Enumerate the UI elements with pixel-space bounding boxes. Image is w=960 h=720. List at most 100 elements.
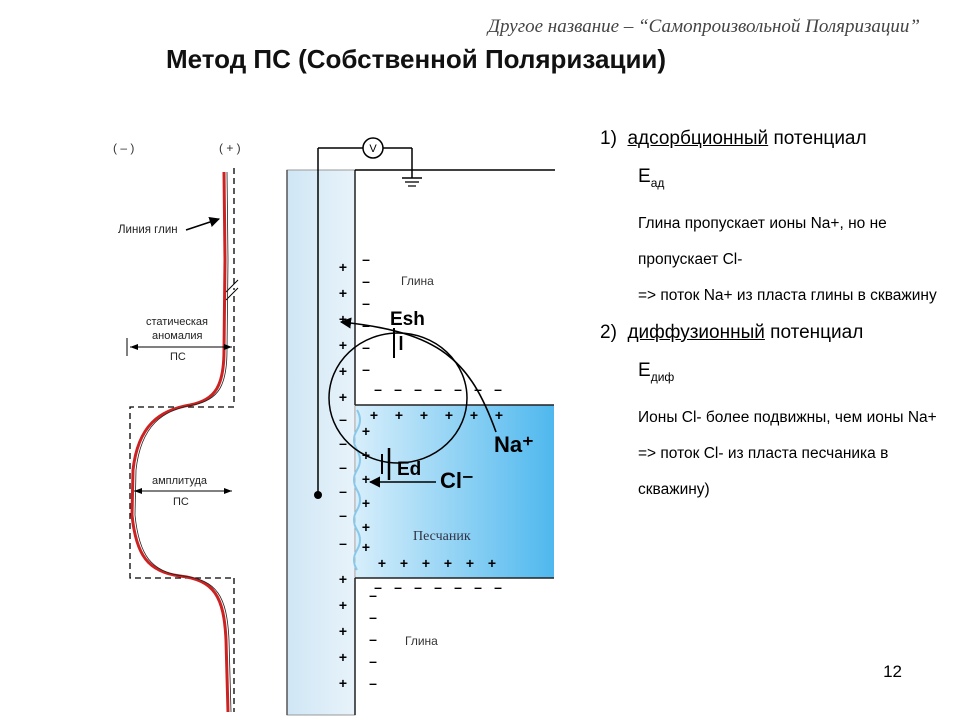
minus-sign: –	[339, 435, 347, 451]
minus-sign: –	[369, 653, 377, 669]
minus-sign: –	[362, 339, 370, 355]
minus-sign: –	[362, 295, 370, 311]
minus-sign: –	[339, 459, 347, 475]
minus-sign: –	[362, 251, 370, 267]
item2-term: диффузионный	[627, 321, 765, 343]
plus-sign: +	[339, 363, 347, 379]
plus-sign: +	[362, 495, 370, 511]
plus-sign: +	[339, 675, 347, 691]
plus-sign: +	[470, 407, 478, 423]
plus-sign: +	[420, 407, 428, 423]
item2-symbol: Едиф	[638, 359, 675, 384]
explanation-panel: 1) адсорбционный потенциал Еад Глина про…	[600, 126, 950, 508]
minus-sign: –	[494, 579, 502, 595]
plus-sign: +	[339, 649, 347, 665]
minus-sign: –	[374, 579, 382, 595]
plus-sign: +	[339, 597, 347, 613]
clay-bottom-label: Глина	[405, 634, 438, 648]
plus-sign: +	[339, 259, 347, 275]
minus-sign: –	[454, 381, 462, 397]
minus-sign: –	[374, 381, 382, 397]
current-loop	[328, 332, 468, 464]
minus-sign: –	[362, 361, 370, 377]
neg-sign-label: ( – )	[113, 141, 134, 155]
minus-sign: –	[369, 631, 377, 647]
slide-subtitle: Другое название – “Самопроизвольной Поля…	[487, 16, 920, 37]
minus-sign: –	[434, 579, 442, 595]
plus-sign: +	[495, 407, 503, 423]
pos-sign-label: ( + )	[219, 141, 241, 155]
item2-symbol-sub: диф	[650, 369, 675, 384]
plus-sign: +	[422, 555, 430, 571]
plus-sign: +	[445, 407, 453, 423]
ed-label: Ed	[397, 459, 421, 480]
item2-number: 2)	[600, 321, 617, 343]
item1-symbol: Еад	[638, 166, 665, 190]
minus-sign: –	[454, 579, 462, 595]
plus-sign: +	[370, 407, 378, 423]
plus-sign: +	[362, 539, 370, 555]
borehole	[286, 169, 356, 716]
minus-sign: –	[474, 579, 482, 595]
minus-sign: –	[414, 381, 422, 397]
minus-sign: –	[414, 579, 422, 595]
clay-line-label: Линия глин	[118, 224, 178, 236]
plus-sign: +	[339, 285, 347, 301]
item2-paragraph-1: Ионы Cl- более подвижны, чем ионы Na+	[638, 408, 937, 426]
plus-sign: +	[362, 519, 370, 535]
item1-symbol-sub: ад	[650, 175, 665, 190]
na-flow-arrow	[339, 317, 497, 433]
plus-sign: +	[488, 555, 496, 571]
clay-top-label: Глина	[401, 274, 434, 288]
static-anomaly-label-3: ПС	[170, 351, 186, 363]
item1-heading: 1) адсорбционный потенциал	[600, 126, 950, 152]
plus-sign: +	[395, 407, 403, 423]
esh-label: Esh	[390, 309, 425, 330]
plus-sign: +	[339, 571, 347, 587]
minus-sign: –	[494, 381, 502, 397]
item1-rest: потенциал	[768, 128, 867, 149]
slide-title: Метод ПС (Собственной Поляризации)	[166, 44, 667, 74]
cl-ion-label: Cl⁻	[440, 468, 474, 493]
ground-icon	[402, 177, 422, 187]
sand-charges: + + + + + + + + + + + +	[370, 407, 503, 571]
minus-sign: –	[394, 579, 402, 595]
amplitude-label-2: ПС	[173, 496, 189, 508]
item1-term: адсорбционный	[627, 128, 769, 149]
item2-rest: потенциал	[764, 321, 864, 343]
item1-paragraph-2: => поток Na+ из пласта глины в скважину	[638, 286, 937, 304]
plus-sign: +	[466, 555, 474, 571]
minus-sign: –	[339, 483, 347, 499]
sand-label: Песчаник	[413, 529, 471, 544]
minus-sign: –	[339, 411, 347, 427]
plus-sign: +	[378, 555, 386, 571]
sp-curve	[130, 171, 230, 713]
plus-sign: +	[362, 423, 370, 439]
minus-sign: –	[434, 381, 442, 397]
item1-number: 1)	[600, 128, 617, 149]
page-number: 12	[883, 662, 902, 681]
plus-sign: +	[444, 555, 452, 571]
na-ion-label: Na⁺	[494, 432, 534, 457]
minus-sign: –	[339, 535, 347, 551]
minus-sign: –	[339, 507, 347, 523]
plus-sign: +	[362, 471, 370, 487]
static-anomaly-label-1: статическая	[146, 316, 208, 328]
item2-paragraph-2: => поток Cl- из пласта песчаника в скваж…	[638, 444, 889, 498]
minus-sign: –	[369, 587, 377, 603]
item1-paragraph-1: Глина пропускает ионы Na+, но не пропуск…	[638, 214, 887, 268]
amplitude-label-1: амплитуда	[152, 475, 208, 487]
plus-sign: +	[339, 311, 347, 327]
plus-sign: +	[400, 555, 408, 571]
minus-sign: –	[474, 381, 482, 397]
plus-sign: +	[339, 623, 347, 639]
minus-sign: –	[394, 381, 402, 397]
esh-battery-icon	[393, 328, 403, 358]
minus-sign: –	[362, 273, 370, 289]
minus-sign: –	[369, 675, 377, 691]
plus-sign: +	[339, 389, 347, 405]
top-clay-minus-row: ––––––––––––––	[374, 381, 502, 595]
minus-sign: –	[369, 609, 377, 625]
plus-sign: +	[339, 337, 347, 353]
